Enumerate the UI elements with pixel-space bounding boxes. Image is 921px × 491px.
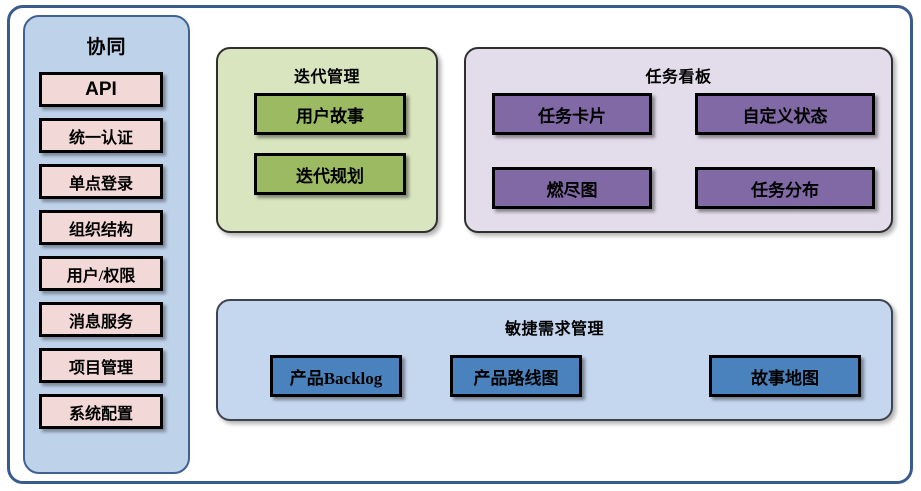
item-task-distribution[interactable]: 任务分布 [695,167,875,209]
group-title-agile-requirements: 敏捷需求管理 [504,321,604,338]
sidebar-item-message-service[interactable]: 消息服务 [39,302,163,337]
sidebar-item-single-sign-on[interactable]: 单点登录 [39,164,163,199]
sidebar-item-project-management[interactable]: 项目管理 [39,348,163,383]
item-story-map[interactable]: 故事地图 [709,355,861,397]
group-title-task-board: 任务看板 [645,69,712,86]
group-title-iteration-management: 迭代管理 [293,69,360,86]
sidebar-item-unified-auth[interactable]: 统一认证 [39,118,163,153]
sidebar-item-system-config[interactable]: 系统配置 [39,394,163,429]
item-product-backlog[interactable]: 产品Backlog [270,355,402,397]
item-product-roadmap[interactable]: 产品路线图 [450,355,582,397]
sidebar-item-api[interactable]: API [39,72,163,107]
sidebar-item-user-permission[interactable]: 用户/权限 [39,256,163,291]
sidebar-item-list: API 统一认证 单点登录 组织结构 用户/权限 消息服务 项目管理 系统配置 [39,72,178,440]
sidebar-panel-collaboration: 协同 API 统一认证 单点登录 组织结构 用户/权限 消息服务 项目管理 系统… [23,15,190,474]
group-panel-iteration-management: 迭代管理 用户故事 迭代规划 [216,47,438,233]
sidebar-title: 协同 [86,37,127,58]
item-task-card[interactable]: 任务卡片 [492,93,652,135]
outer-frame [7,5,913,484]
sidebar-item-org-structure[interactable]: 组织结构 [39,210,163,245]
item-user-story[interactable]: 用户故事 [254,93,406,135]
item-burndown-chart[interactable]: 燃尽图 [492,167,652,209]
group-panel-task-board: 任务看板 任务卡片 自定义状态 燃尽图 任务分布 [464,47,893,233]
item-custom-status[interactable]: 自定义状态 [695,93,875,135]
item-iteration-planning[interactable]: 迭代规划 [254,153,406,195]
group-panel-agile-requirements: 敏捷需求管理 产品Backlog 产品路线图 故事地图 [216,299,893,421]
